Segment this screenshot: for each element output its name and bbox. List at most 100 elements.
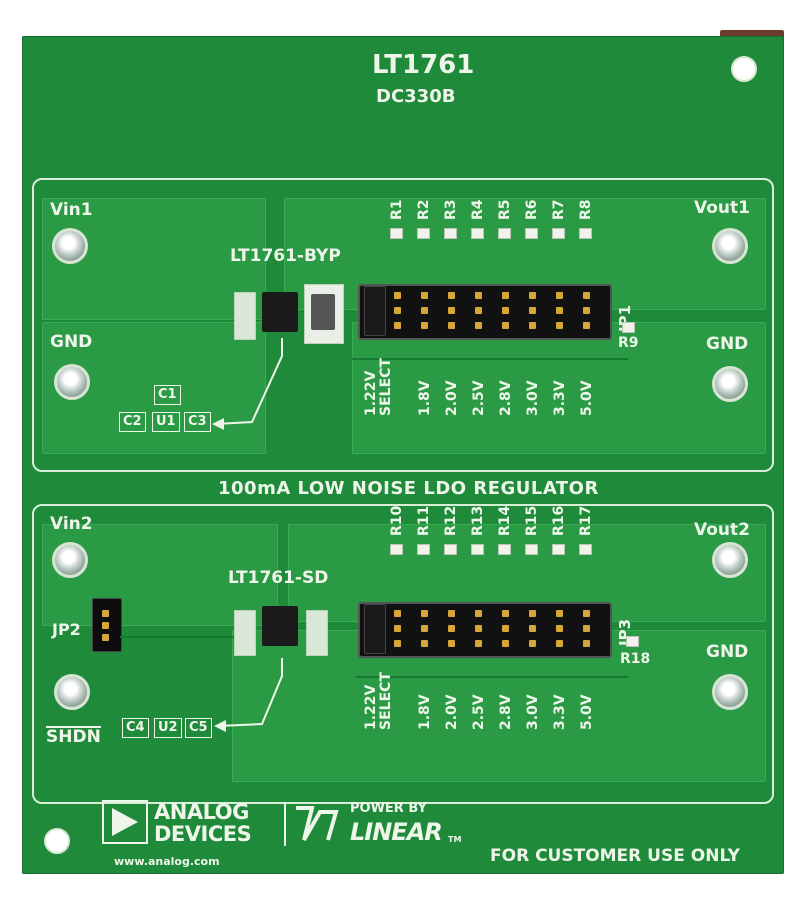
c1-label: C1 [154,385,181,405]
voltage-option-label: 3.3V [552,694,568,730]
resistor-label: R12 [443,505,459,536]
capacitor-pad [306,610,328,656]
gnd-plane-right-top [352,322,766,454]
header-pin [421,625,428,632]
vout1-terminal[interactable] [712,228,748,264]
gnd-bottom-label: GND [706,642,749,662]
resistor-label: R3 [443,199,459,220]
header-pin [502,640,509,647]
resistor [390,228,403,239]
resistor-label: R2 [416,199,432,220]
customer-use-label: FOR CUSTOMER USE ONLY [490,846,740,866]
resistor [525,544,538,555]
header-pin [475,625,482,632]
header-pin [583,610,590,617]
resistor-label: R8 [578,199,594,220]
board-code: DC330B [376,86,456,107]
voltage-option-label: 5.0V [579,694,595,730]
voltage-option-label: 1.22V [363,684,379,730]
header-pin [529,322,536,329]
analog-devices-logo-icon [102,800,148,844]
resistor [552,544,565,555]
header-pin [556,610,563,617]
header-pin [448,322,455,329]
vin1-label: Vin1 [50,200,93,220]
jp1-jumper-cap[interactable] [364,286,386,336]
gnd-bottom-terminal[interactable] [712,674,748,710]
header-pin [529,307,536,314]
voltage-option-label: 1.8V [417,694,433,730]
resistor-label: R17 [578,505,594,536]
vin2-label: Vin2 [50,514,93,534]
shdn-label: SHDN [46,726,101,747]
header-pin [502,610,509,617]
header-pin [556,307,563,314]
trace-shdn [120,636,240,638]
header-pin [475,292,482,299]
trademark-label: TM [448,835,462,844]
shdn-terminal[interactable] [54,674,90,710]
top-circuit-outline [32,178,774,472]
header-pin [583,292,590,299]
resistor-label: R1 [389,199,405,220]
jp2-pin [102,622,109,629]
voltage-option-label: 2.8V [498,380,514,416]
logo-line2: DEVICES [154,822,252,846]
header-pin [529,625,536,632]
capacitor-pad [234,292,256,340]
jp2-pin [102,634,109,641]
mounting-hole-top-right [731,56,757,82]
gnd-left-label: GND [50,332,93,352]
regulator-ic [262,292,298,332]
header-pin [475,640,482,647]
vin1-terminal[interactable] [52,228,88,264]
gnd-right-label: GND [706,334,749,354]
header-pin [421,292,428,299]
resistor-label: R5 [497,199,513,220]
vout2-terminal[interactable] [712,542,748,578]
header-pin [394,322,401,329]
resistor [444,228,457,239]
c5-label: C5 [185,718,212,738]
voltage-option-label: 2.5V [471,694,487,730]
vin2-terminal[interactable] [52,542,88,578]
board-subtitle: 100mA LOW NOISE LDO REGULATOR [218,478,599,499]
c3-label: C3 [184,412,211,432]
resistor [471,544,484,555]
resistor [498,544,511,555]
jp3-jumper-cap[interactable] [364,604,386,654]
resistor-label: R4 [470,199,486,220]
header-pin [394,307,401,314]
gnd-left-terminal[interactable] [54,364,90,400]
header-pin [556,322,563,329]
regulator-ic [262,606,298,646]
resistor [390,544,403,555]
voltage-option-label: 3.0V [525,694,541,730]
header-pin [394,292,401,299]
resistor [498,228,511,239]
r9-label: R9 [618,335,639,351]
c2-label: C2 [119,412,146,432]
arrow-to-u1 [212,338,283,430]
header-pin [529,640,536,647]
header-pin [394,625,401,632]
jp2-label: JP2 [52,620,81,639]
header-pin [529,610,536,617]
capacitor-pad [234,610,256,656]
voltage-option-label: 2.8V [498,694,514,730]
output-capacitor-body [311,294,335,330]
u2-label: U2 [154,718,182,738]
header-pin [421,307,428,314]
power-by-label: POWER BY [350,801,427,816]
bottom-circuit-name: LT1761-SD [228,568,329,588]
resistor-label: R16 [551,505,567,536]
vout1-label: Vout1 [694,198,750,218]
header-pin [583,640,590,647]
resistor [417,228,430,239]
voltage-option-label: 5.0V [579,380,595,416]
arrow-to-u2 [214,658,283,732]
header-pin [475,322,482,329]
gnd-right-terminal[interactable] [712,366,748,402]
header-pin [448,292,455,299]
header-pin [502,307,509,314]
